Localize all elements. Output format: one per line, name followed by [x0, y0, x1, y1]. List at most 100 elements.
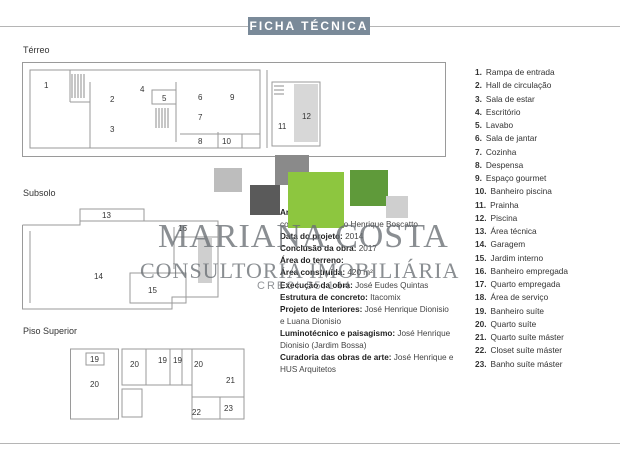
room-8: 8: [198, 137, 203, 146]
room-10: 10: [222, 137, 231, 146]
legend-label: Quarto suíte: [490, 318, 537, 329]
bottom-rule: [0, 443, 620, 444]
logo-square-green-light: [288, 172, 344, 228]
legend-item: 15.Jardim interno: [475, 252, 615, 265]
room-20c: 20: [194, 360, 203, 369]
spec-line: Conclusão da obra: 2017: [280, 243, 455, 255]
legend-item: 21.Quarto suíte máster: [475, 331, 615, 344]
legend-item: 11.Prainha: [475, 199, 615, 212]
terreo-floorplan: 1 2 3 4 5 6 7 8 9 10 11 12: [22, 62, 447, 158]
legend-item: 4.Escritório: [475, 106, 615, 119]
legend-label: Banheiro empregada: [490, 265, 569, 276]
legend-item: 23.Banho suíte máster: [475, 358, 615, 371]
room-1: 1: [44, 81, 49, 90]
spec-value: 2017: [358, 244, 377, 254]
legend-number: 6.: [475, 133, 482, 144]
spec-value: 420 m²: [347, 268, 373, 278]
spec-label: Data do projeto:: [280, 232, 343, 242]
spec-label: Luminotécnico e paisagismo:: [280, 328, 396, 338]
logo-square-green-dark: [350, 170, 388, 206]
legend-number: 15.: [475, 252, 487, 263]
room-2: 2: [110, 95, 115, 104]
room-21: 21: [226, 376, 235, 385]
legend-number: 21.: [475, 332, 487, 342]
room-20b: 20: [130, 360, 139, 369]
legend-label: Garagem: [490, 239, 526, 250]
room-3: 3: [110, 125, 115, 134]
room-15: 15: [148, 286, 157, 295]
legend-label: Sala de jantar: [485, 133, 538, 144]
room-19a: 19: [90, 355, 99, 364]
legend-item: 6.Sala de jantar: [475, 132, 615, 145]
spec-line: Projeto de Interiores: José Henrique Dio…: [280, 304, 455, 328]
legend-number: 12.: [475, 212, 487, 223]
legend-number: 18.: [475, 292, 487, 303]
legend-item: 3.Sala de estar: [475, 93, 615, 106]
legend-number: 10.: [475, 186, 487, 197]
room-11: 11: [278, 122, 287, 131]
legend-number: 20.: [475, 318, 487, 329]
spec-line: coautoria de Paulo Henrique Boscatto: [280, 219, 455, 231]
room-13: 13: [102, 211, 111, 220]
room-14: 14: [94, 272, 103, 281]
room-12: 12: [302, 112, 311, 121]
legend-label: Lavabo: [485, 120, 514, 130]
legend-label: Banho suíte máster: [490, 358, 563, 369]
room-5: 5: [162, 94, 167, 103]
spec-line: Data do projeto: 2014: [280, 231, 455, 243]
legend-number: 23.: [475, 358, 487, 369]
legend-label: Prainha: [490, 199, 519, 210]
spec-value: Itacomix: [370, 292, 401, 302]
legend-item: 20.Quarto suíte: [475, 318, 615, 331]
legend-number: 2.: [475, 80, 482, 91]
spec-value: José Henrique e HUS Arquitetos: [280, 353, 454, 375]
legend-label: Banheiro suíte: [490, 305, 545, 316]
room-7: 7: [198, 113, 203, 122]
spec-label: Ar: [280, 208, 290, 217]
legend-label: Banheiro piscina: [490, 186, 552, 197]
legend-number: 3.: [475, 93, 482, 104]
spec-line: Luminotécnico e paisagismo: José Henriqu…: [280, 328, 455, 352]
spec-value: coautoria de Paulo Henrique Boscatto: [280, 220, 418, 230]
room-22: 22: [192, 408, 201, 417]
legend-label: Escritório: [485, 106, 521, 117]
spec-value: José Eudes Quintas: [355, 280, 429, 290]
legend-item: 10.Banheiro piscina: [475, 185, 615, 198]
legend-number: 1.: [475, 67, 482, 77]
logo-square-gray-light-left: [214, 168, 242, 192]
room-4: 4: [140, 85, 145, 94]
spec-label: Estrutura de concreto:: [280, 292, 368, 302]
legend-label: Sala de estar: [485, 93, 535, 104]
spec-line: Estrutura de concreto: Itacomix: [280, 292, 455, 304]
legend-label: Rampa de entrada: [485, 67, 555, 77]
legend-number: 13.: [475, 226, 487, 236]
legend-number: 19.: [475, 305, 487, 316]
legend-item: 16.Banheiro empregada: [475, 265, 615, 278]
spec-line: Curadoria das obras de arte: José Henriq…: [280, 352, 455, 376]
room-19c: 19: [173, 356, 182, 365]
legend-label: Espaço gourmet: [485, 173, 547, 183]
legend-label: Área técnica: [490, 226, 537, 236]
room-16: 16: [178, 224, 187, 233]
spec-line: Área do terreno:: [280, 255, 455, 267]
subsolo-floorplan: 13 14 15 16: [22, 207, 222, 311]
legend-item: 8.Despensa: [475, 159, 615, 172]
legend-item: 5.Lavabo: [475, 119, 615, 132]
spec-line: Execução da obra: José Eudes Quintas: [280, 280, 455, 292]
legend-item: 9.Espaço gourmet: [475, 172, 615, 185]
legend-number: 5.: [475, 120, 482, 130]
legend-item: 2.Hall de circulação: [475, 79, 615, 92]
room-6: 6: [198, 93, 203, 102]
legend-item: 14.Garagem: [475, 238, 615, 251]
spec-value: José Henrique Dionisio e Luana Dionisio: [280, 304, 449, 326]
legend-item: 7.Cozinha: [475, 146, 615, 159]
legend-number: 4.: [475, 106, 482, 117]
spec-label: Projeto de Interiores:: [280, 304, 363, 314]
room-23: 23: [224, 404, 233, 413]
terreo-label: Térreo: [23, 45, 50, 55]
legend-label: Cozinha: [485, 146, 517, 157]
spec-label: Área do terreno:: [280, 256, 344, 266]
spec-value: 2014: [345, 232, 364, 242]
spec-line: Área construída: 420 m²: [280, 267, 455, 279]
